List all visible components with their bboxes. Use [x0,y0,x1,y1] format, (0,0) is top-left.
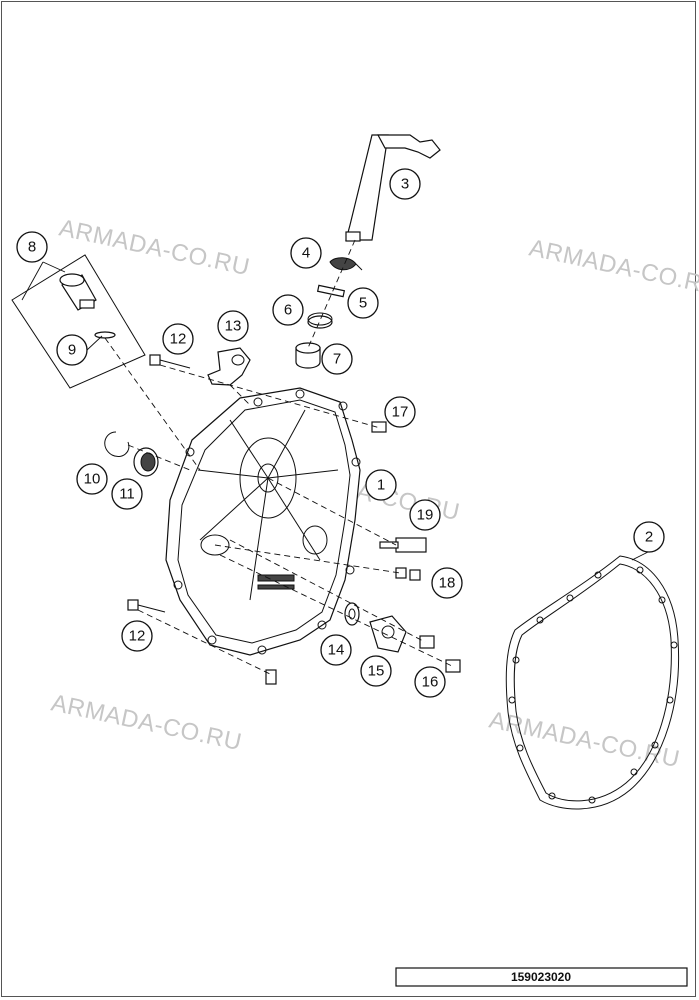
circlip-part [104,431,130,457]
svg-text:15: 15 [368,663,385,680]
bushing-part [295,342,321,369]
svg-text:3: 3 [401,176,409,193]
clutch-cover-part [165,387,361,656]
callout-14: 14 [320,634,352,666]
gasket-part [505,555,680,810]
nut-part [395,567,421,581]
svg-text:1: 1 [377,477,385,494]
bracket-part [207,347,251,386]
plug-part [419,635,461,673]
callout-13: 13 [217,310,249,342]
callout-12-upper: 12 [162,323,194,355]
svg-text:6: 6 [284,302,292,319]
clutch-lever-part [345,134,441,242]
svg-text:16: 16 [422,674,439,691]
svg-text:9: 9 [68,342,76,359]
callout-5: 5 [347,287,379,319]
callout-12-lower: 12 [121,620,153,652]
leader-lines [21,261,649,561]
callout-16: 16 [414,666,446,698]
callout-7: 7 [321,343,353,375]
screw-part-lower [127,599,277,685]
svg-text:12: 12 [170,331,187,348]
callout-19: 19 [409,499,441,531]
callout-17: 17 [384,396,416,428]
svg-text:14: 14 [328,642,345,659]
watermark-top-right: ARMADA-CO.RU [527,234,699,301]
svg-text:11: 11 [119,486,135,503]
callout-8: 8 [16,231,48,263]
callout-18: 18 [431,567,463,599]
callout-6: 6 [272,294,304,326]
assembly-lines [104,239,453,675]
svg-text:5: 5 [359,295,367,312]
ring-part [307,312,333,329]
svg-text:8: 8 [28,239,36,256]
diagram-id-box: 159023020 [395,967,688,987]
callout-10: 10 [76,463,108,495]
spring-part [329,257,363,271]
screw-part-upper [149,354,191,369]
svg-text:7: 7 [333,351,341,368]
svg-text:13: 13 [225,318,242,335]
svg-text:2: 2 [645,529,653,546]
svg-text:19: 19 [417,507,434,524]
diagram-id: 159023020 [511,970,571,984]
pin-part [316,284,346,298]
callout-15: 15 [360,655,392,687]
callout-2: 2 [633,521,665,553]
cover-plate-part [369,615,407,653]
svg-text:18: 18 [439,575,456,592]
callout-4: 4 [290,237,322,269]
dowel-part [371,421,387,433]
callout-9: 9 [56,334,88,366]
oil-filler-group [11,254,146,389]
callout-1: 1 [365,469,397,501]
svg-text:17: 17 [392,404,409,421]
watermark-top-left: ARMADA-CO.RU [57,214,252,281]
shaft-seal-part [133,447,159,477]
callout-3: 3 [389,168,421,200]
watermark-bottom-left: ARMADA-CO.RU [49,689,244,756]
svg-text:10: 10 [84,471,101,488]
callout-11: 11 [111,478,143,510]
svg-text:12: 12 [129,628,146,645]
svg-text:4: 4 [302,245,310,262]
